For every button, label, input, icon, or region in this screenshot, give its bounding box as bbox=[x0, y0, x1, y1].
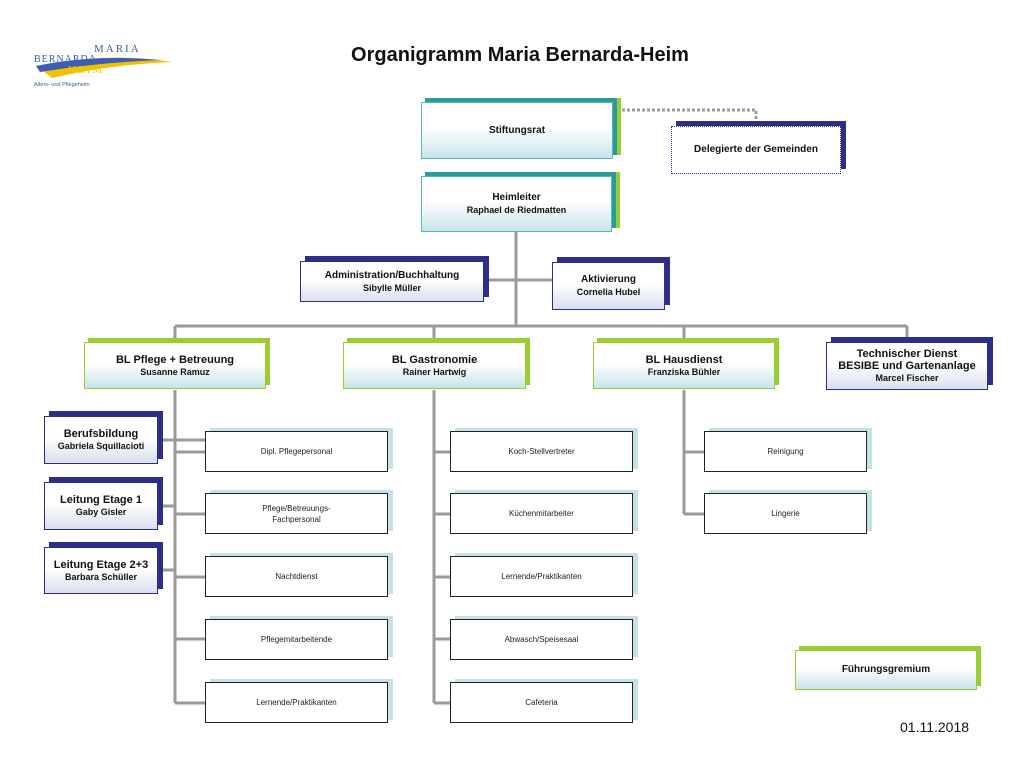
bl-gastro-person: Rainer Hartwig bbox=[402, 366, 467, 377]
delegierte-title: Delegierte der Gemeinden bbox=[694, 144, 818, 155]
etage1-box[interactable]: Leitung Etage 1 Gaby Gisler bbox=[44, 482, 158, 530]
berufsbildung-box[interactable]: Berufsbildung Gabriela Squillacioti bbox=[44, 416, 158, 464]
haus-item-label: Lingerie bbox=[771, 509, 800, 518]
gastro-item-label: Abwasch/Speisesaal bbox=[504, 635, 579, 644]
pflege-item[interactable]: Dipl. Pflegepersonal bbox=[205, 431, 388, 472]
heimleiter-person: Raphael de Riedmatten bbox=[466, 205, 567, 215]
pflege-item-label: Pflege/Betreuungs- Fachpersonal bbox=[262, 503, 331, 524]
bl-haus-person: Franziska Bühler bbox=[647, 366, 721, 377]
page-title: Organigramm Maria Bernarda-Heim bbox=[351, 44, 689, 66]
aktivierung-box[interactable]: Aktivierung Cornelia Hubel bbox=[552, 262, 665, 310]
gastro-item[interactable]: Abwasch/Speisesaal bbox=[450, 619, 633, 660]
gastro-item-label: Cafeteria bbox=[525, 698, 558, 707]
etage1-title: Leitung Etage 1 bbox=[60, 494, 142, 506]
bl-gastro-title: BL Gastronomie bbox=[391, 353, 478, 366]
bl-gastro-box[interactable]: BL Gastronomie Rainer Hartwig bbox=[343, 342, 526, 389]
technik-box[interactable]: Technischer Dienst BESIBE und Gartenanla… bbox=[826, 342, 988, 390]
bl-haus-box[interactable]: BL Hausdienst Franziska Bühler bbox=[593, 342, 775, 389]
pflege-item[interactable]: Pflege/Betreuungs- Fachpersonal bbox=[205, 493, 388, 534]
svg-text:MARIA: MARIA bbox=[94, 43, 141, 55]
etage23-title: Leitung Etage 2+3 bbox=[53, 558, 149, 571]
etage23-person: Barbara Schüller bbox=[64, 571, 138, 582]
gastro-item[interactable]: Lernende/Praktikanten bbox=[450, 556, 633, 597]
administration-title: Administration/Buchhaltung bbox=[324, 269, 460, 281]
berufsbildung-person: Gabriela Squillacioti bbox=[57, 441, 145, 451]
stiftungsrat-box[interactable]: Stiftungsrat bbox=[421, 102, 613, 159]
gastro-item-label: Lernende/Praktikanten bbox=[501, 572, 582, 581]
stiftungsrat-title: Stiftungsrat bbox=[488, 124, 546, 136]
bl-pflege-person: Susanne Ramuz bbox=[140, 366, 210, 377]
pflege-item-label: Dipl. Pflegepersonal bbox=[260, 447, 333, 456]
aktivierung-title: Aktivierung bbox=[580, 274, 636, 285]
fuehrungsgremium-legend: Führungsgremium bbox=[795, 650, 977, 690]
pflege-item[interactable]: Nachtdienst bbox=[205, 556, 388, 597]
berufsbildung-title: Berufsbildung bbox=[63, 428, 139, 440]
haus-item-label: Reinigung bbox=[767, 447, 804, 456]
heimleiter-box[interactable]: Heimleiter Raphael de Riedmatten bbox=[421, 176, 612, 232]
gastro-item[interactable]: Küchenmitarbeiter bbox=[450, 493, 633, 534]
pflege-item-label: Nachtdienst bbox=[275, 572, 318, 581]
administration-person: Sibylle Müller bbox=[362, 282, 422, 293]
gastro-item-label: Koch-Stellvertreter bbox=[508, 447, 575, 456]
gastro-item[interactable]: Koch-Stellvertreter bbox=[450, 431, 633, 472]
pflege-item-label: Pflegemitarbeitende bbox=[260, 635, 333, 644]
bl-pflege-title: BL Pflege + Betreuung bbox=[115, 353, 235, 366]
svg-text:Alters- und Pflegeheim: Alters- und Pflegeheim bbox=[34, 82, 90, 88]
svg-text:BERNARDA: BERNARDA bbox=[34, 54, 97, 65]
etage1-person: Gaby Gisler bbox=[75, 507, 127, 517]
aktivierung-person: Cornelia Hubel bbox=[576, 287, 641, 297]
date-label: 01.11.2018 bbox=[900, 719, 970, 735]
heimleiter-title: Heimleiter bbox=[492, 192, 541, 203]
bl-pflege-box[interactable]: BL Pflege + Betreuung Susanne Ramuz bbox=[84, 342, 266, 389]
svg-text:HEIM: HEIM bbox=[68, 64, 104, 76]
fuehrungsgremium-title: Führungsgremium bbox=[841, 664, 931, 675]
technik-title-2: BESIBE und Gartenanlage bbox=[838, 360, 976, 372]
haus-item[interactable]: Reinigung bbox=[704, 431, 867, 472]
pflege-item[interactable]: Pflegemitarbeitende bbox=[205, 619, 388, 660]
gastro-item-label: Küchenmitarbeiter bbox=[509, 509, 574, 518]
technik-title-1: Technischer Dienst bbox=[856, 348, 958, 360]
bl-haus-title: BL Hausdienst bbox=[645, 353, 723, 366]
pflege-item[interactable]: Lernende/Praktikanten bbox=[205, 682, 388, 723]
logo: MARIA BERNARDA HEIM Alters- und Pflegehe… bbox=[34, 43, 172, 88]
etage23-box[interactable]: Leitung Etage 2+3 Barbara Schüller bbox=[44, 547, 158, 594]
pflege-item-label: Lernende/Praktikanten bbox=[256, 698, 337, 707]
gastro-item[interactable]: Cafeteria bbox=[450, 682, 633, 723]
delegierte-box[interactable]: Delegierte der Gemeinden bbox=[671, 126, 841, 174]
technik-person: Marcel Fischer bbox=[875, 373, 939, 383]
haus-item[interactable]: Lingerie bbox=[704, 493, 867, 534]
administration-box[interactable]: Administration/Buchhaltung Sibylle Mülle… bbox=[300, 261, 484, 302]
